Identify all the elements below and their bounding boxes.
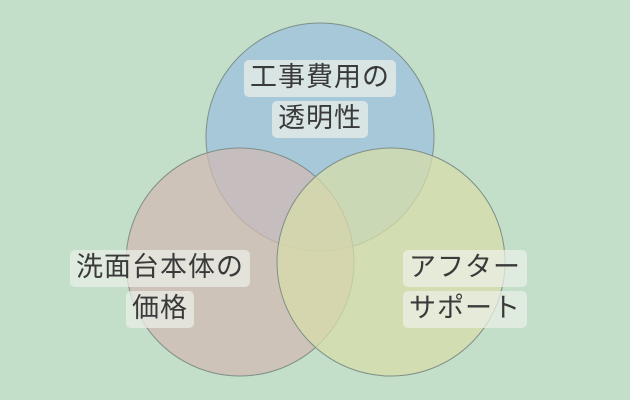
label-left: 洗面台本体の 価格 <box>60 250 260 328</box>
label-top: 工事費用の 透明性 <box>232 60 408 138</box>
label-right-line-1: アフター <box>403 250 527 287</box>
label-right: アフター サポート <box>395 250 535 328</box>
label-left-line-1: 洗面台本体の <box>70 250 250 287</box>
label-top-line-1: 工事費用の <box>244 60 396 97</box>
label-left-line-2: 価格 <box>126 291 194 328</box>
label-top-line-2: 透明性 <box>272 101 368 138</box>
label-right-line-2: サポート <box>403 291 527 328</box>
